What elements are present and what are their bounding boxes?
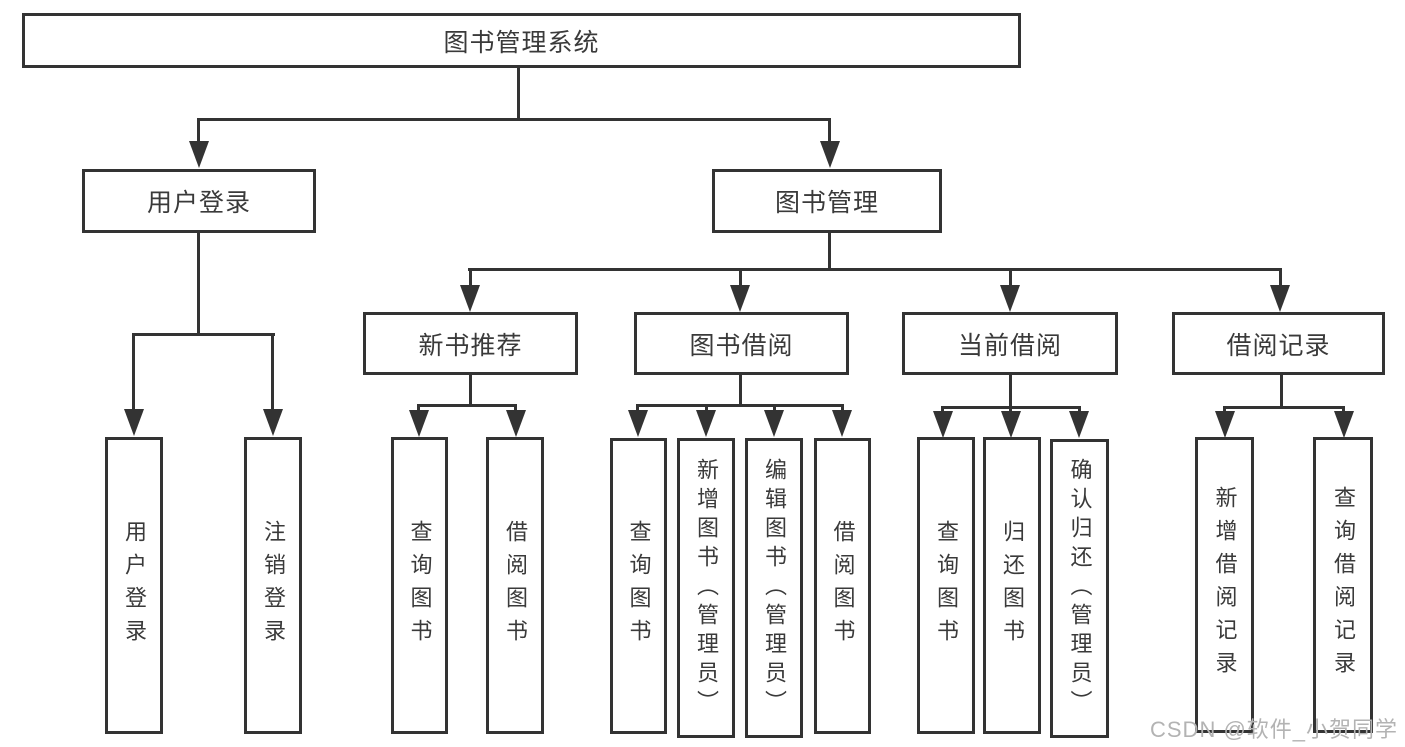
node-label: 编辑图书（管理员） [762,457,787,719]
arrow-down-icon [506,410,526,437]
arrow-down-icon [933,411,953,438]
leaf-query-borrow-record: 查询借阅记录 [1313,437,1373,733]
connector-line [468,268,1282,271]
leaf-logout: 注销登录 [244,437,302,734]
arrow-down-icon [1270,285,1290,312]
node-current-borrowing: 当前借阅 [902,312,1118,375]
node-book-management: 图书管理 [712,169,942,233]
connector-line [197,233,200,336]
leaf-add-borrow-record: 新增借阅记录 [1195,437,1254,733]
connector-line [517,68,520,120]
node-book-borrowing: 图书借阅 [634,312,849,375]
node-label: 确认归还（管理员） [1067,458,1093,719]
connector-line [271,333,274,412]
node-label: 当前借阅 [957,331,1062,360]
connector-line [469,375,472,406]
node-new-book-recommendation: 新书推荐 [363,312,578,375]
leaf-edit-book-admin: 编辑图书（管理员） [745,438,803,738]
arrow-down-icon [628,410,648,437]
leaf-query-books-current: 查询图书 [917,437,975,734]
leaf-confirm-return-admin: 确认归还（管理员） [1050,439,1109,738]
node-label: 图书借阅 [689,331,794,360]
leaf-query-books-borrowing: 查询图书 [610,438,667,734]
csdn-watermark: CSDN @软件_小贺同学 [1150,717,1399,742]
node-library-system: 图书管理系统 [22,13,1021,68]
connector-line [1009,406,1012,414]
node-label: 新增图书（管理员） [694,457,719,719]
connector-line [1009,268,1012,289]
node-label: 查询图书 [626,520,652,652]
node-label: 注销登录 [261,519,286,652]
arrow-down-icon [730,285,750,312]
connector-line [636,404,639,414]
node-label: 借阅图书 [503,519,528,652]
connector-line [941,406,944,414]
node-label: 用户登录 [146,189,251,217]
node-label: 归还图书 [1000,519,1025,652]
connector-line [705,404,708,414]
arrow-down-icon [1069,411,1089,438]
connector-line [773,404,776,414]
arrow-down-icon [124,409,144,436]
connector-line [132,333,135,412]
node-label: 新书推荐 [418,331,523,360]
node-label: 用户登录 [122,519,147,652]
arrow-down-icon [1001,411,1021,438]
arrow-down-icon [696,410,716,437]
node-label: 图书管理 [774,189,879,217]
arrow-down-icon [1334,411,1354,438]
connector-line [1280,375,1283,408]
leaf-borrow-books-recommend: 借阅图书 [486,437,544,734]
leaf-return-books: 归还图书 [983,437,1041,734]
connector-line [417,404,420,414]
leaf-query-books-recommend: 查询图书 [391,437,448,734]
node-label: 查询图书 [934,519,959,652]
connector-line [514,404,517,414]
arrow-down-icon [189,141,209,168]
connector-line [636,404,844,407]
connector-line [1078,406,1081,414]
node-label: 查询借阅记录 [1331,486,1356,684]
connector-line [132,333,275,336]
arrow-down-icon [820,141,840,168]
connector-line [1009,375,1012,408]
node-label: 新增借阅记录 [1212,486,1238,684]
connector-line [469,268,472,289]
node-label: 借阅图书 [830,520,856,652]
connector-line [197,118,200,144]
connector-line [739,375,742,406]
arrow-down-icon [263,409,283,436]
node-label: 借阅记录 [1226,331,1331,360]
arrow-down-icon [1000,285,1020,312]
connector-line [1279,268,1282,289]
node-user-login: 用户登录 [82,169,316,233]
connector-line [739,268,742,289]
arrow-down-icon [1215,411,1235,438]
arrow-down-icon [460,285,480,312]
arrow-down-icon [832,410,852,437]
leaf-borrow-books: 借阅图书 [814,438,871,734]
arrow-down-icon [764,410,784,437]
connector-line [417,404,517,407]
connector-line [828,118,831,144]
connector-line [828,233,831,271]
leaf-user-login: 用户登录 [105,437,163,734]
connector-line [1223,406,1226,414]
connector-line [841,404,844,414]
connector-line [1223,406,1345,409]
node-label: 查询图书 [407,519,433,652]
arrow-down-icon [409,410,429,437]
node-borrowing-records: 借阅记录 [1172,312,1385,375]
node-label: 图书管理系统 [443,28,600,57]
leaf-add-book-admin: 新增图书（管理员） [677,438,735,738]
connector-line [197,118,831,121]
connector-line [1342,406,1345,414]
